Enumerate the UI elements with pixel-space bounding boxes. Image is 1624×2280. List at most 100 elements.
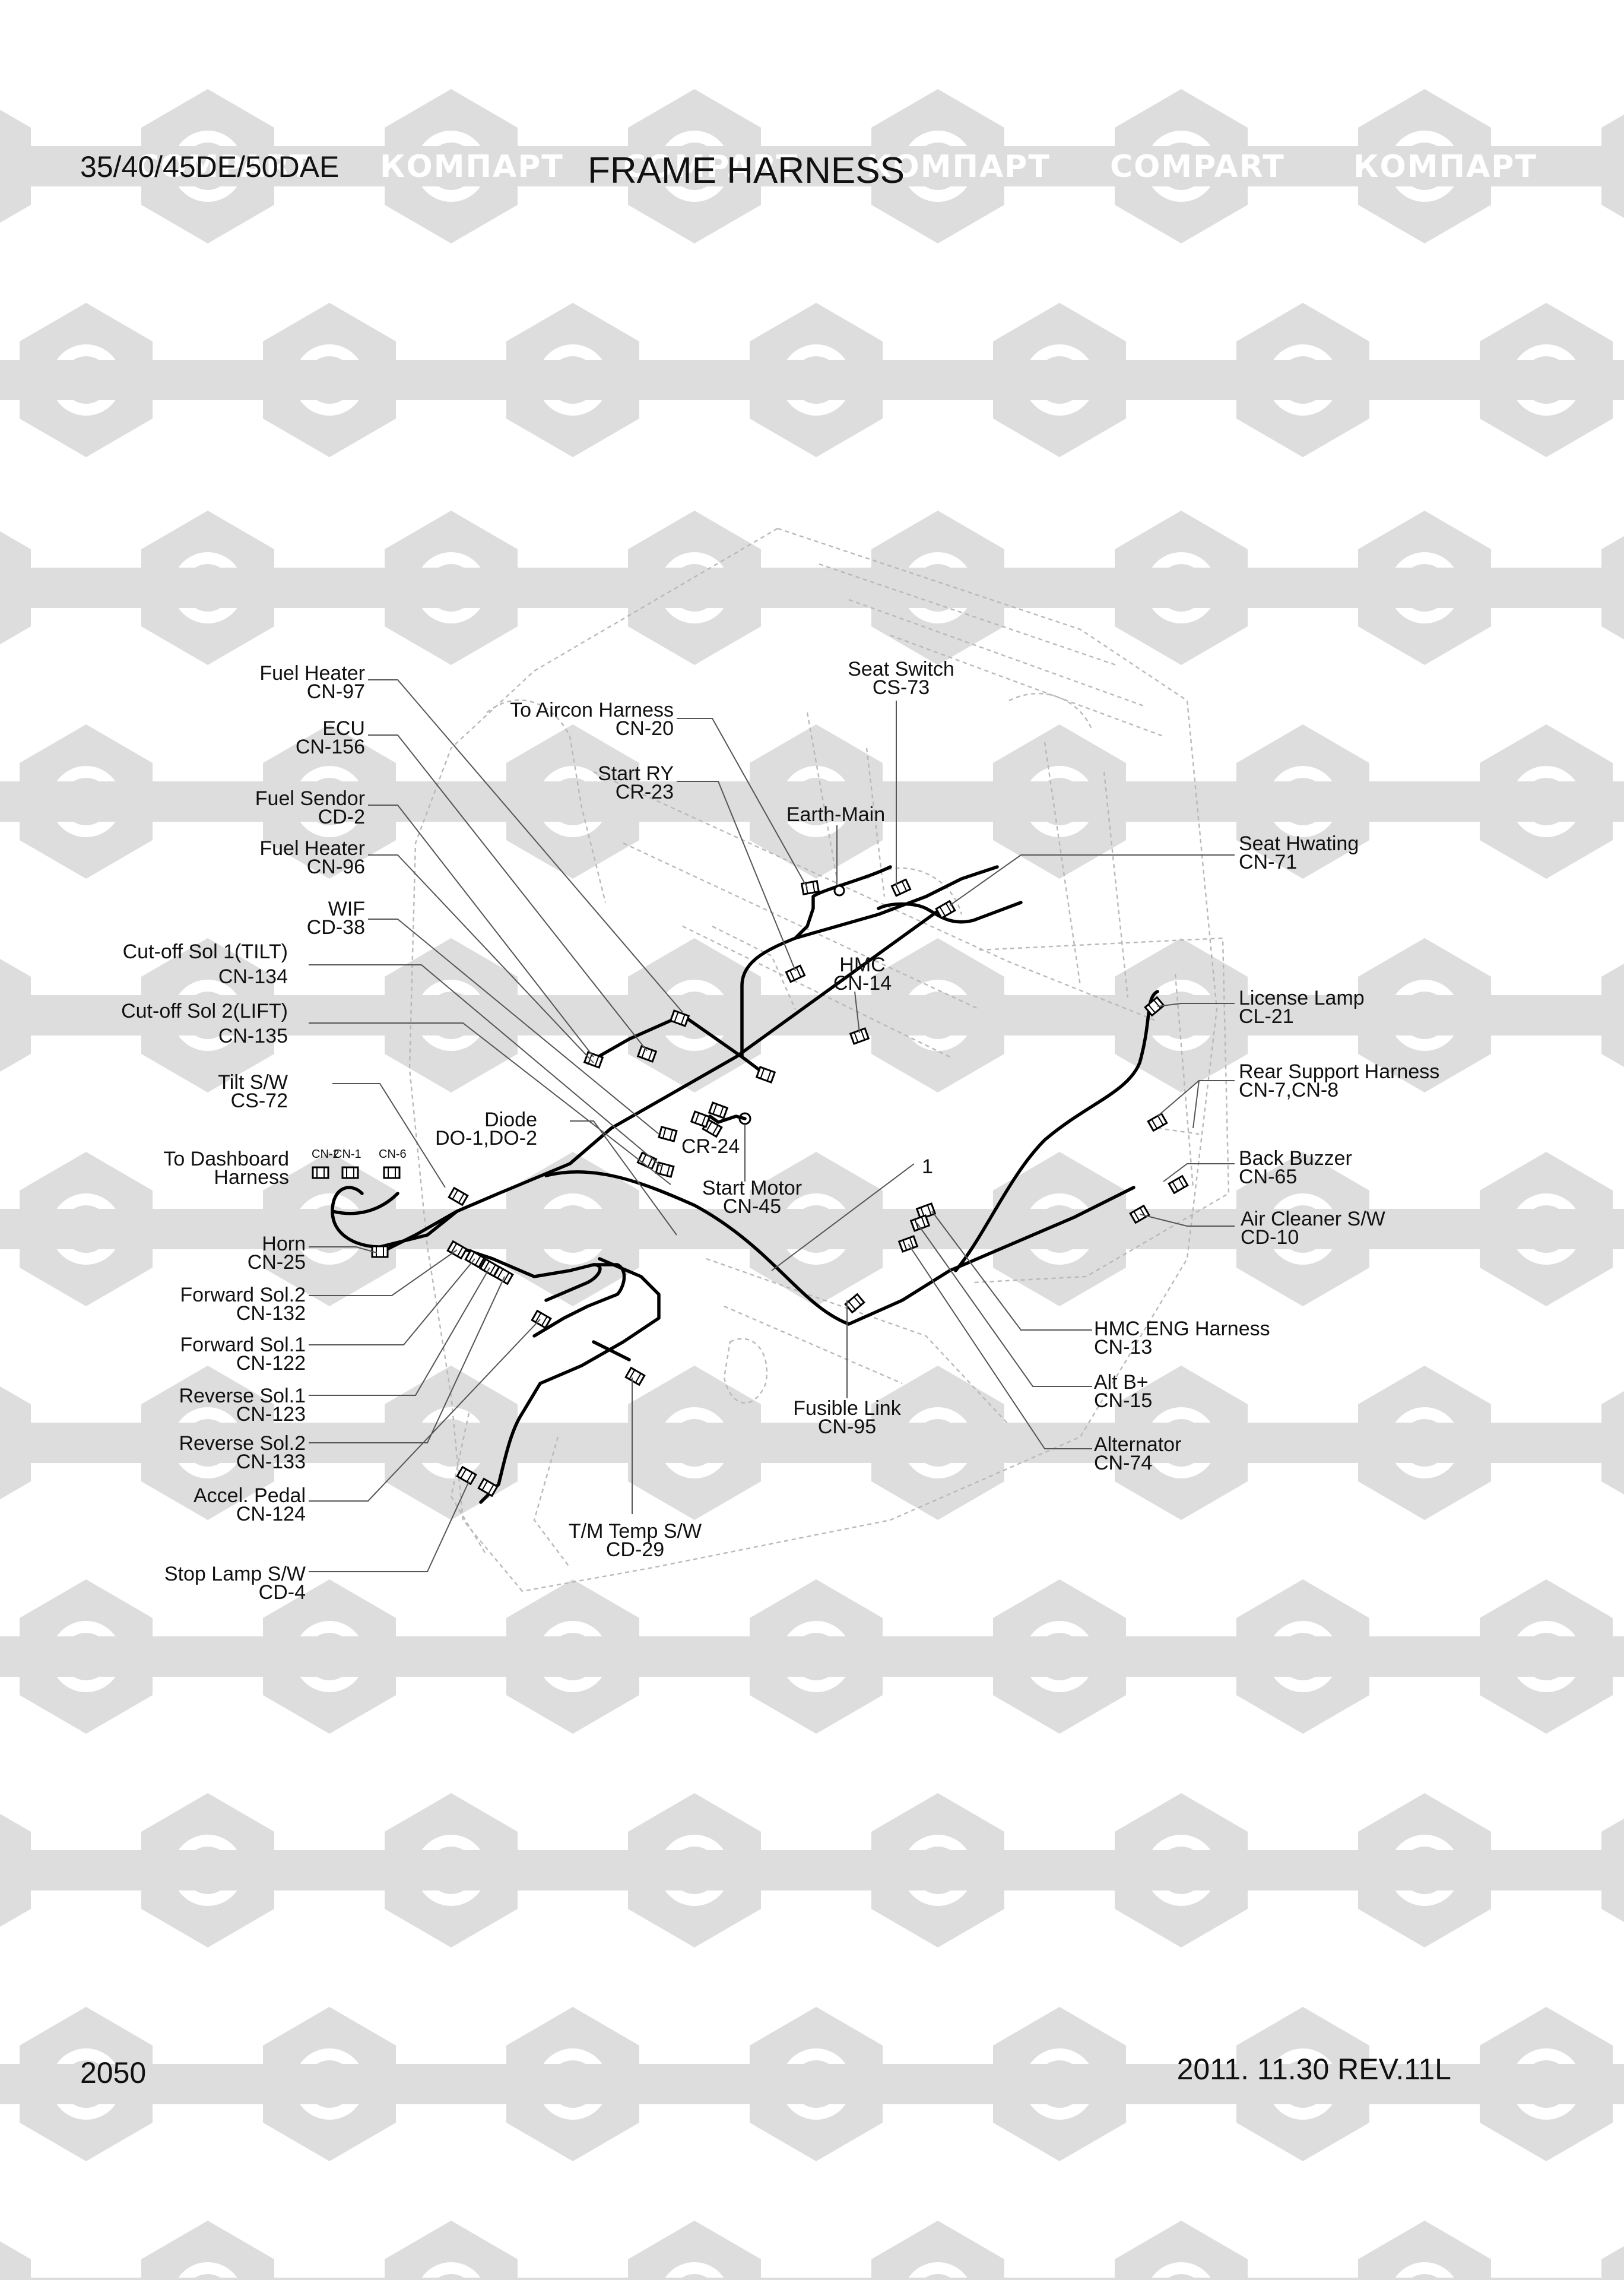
label-fuel-sendor: Fuel Sendor CD-2: [255, 787, 365, 828]
label-item-1: 1: [922, 1155, 933, 1178]
callout-text: Seat Switch: [848, 658, 954, 680]
label-diode: Diode DO-1,DO-2: [435, 1109, 537, 1150]
callout-text: CR-23: [616, 781, 674, 803]
callout-text: Reverse Sol.1: [179, 1385, 306, 1407]
model-designation: 35/40/45DE/50DAE: [80, 150, 339, 183]
callout-text: Air Cleaner S/W: [1241, 1208, 1385, 1230]
callout-text: Fuel Heater: [259, 662, 365, 685]
label-dashboard-connectors: CN-2 CN-1 CN-6: [312, 1148, 407, 1161]
label-cutoff-sol1: Cut-off Sol 1(TILT) CN-134: [123, 940, 288, 988]
callout-text: CN-156: [296, 736, 365, 758]
callout-text: CN-15: [1094, 1389, 1152, 1412]
harness-wires: [331, 865, 1159, 1504]
callout-text: Tilt S/W: [218, 1071, 288, 1094]
label-hmc: HMC CN-14: [833, 954, 892, 995]
callout-text: CR-24: [681, 1135, 740, 1158]
label-fusible-link: Fusible Link CN-95: [793, 1397, 901, 1438]
label-start-ry: Start RY CR-23: [598, 762, 674, 803]
callout-text: License Lamp: [1239, 987, 1365, 1009]
callout-text: CN-96: [307, 856, 365, 878]
label-seat-hwating: Seat Hwating CN-71: [1239, 832, 1359, 873]
callout-text: HMC ENG Harness: [1094, 1318, 1270, 1340]
callout-text: Fusible Link: [793, 1397, 901, 1420]
label-cr24: CR-24: [681, 1135, 740, 1158]
label-reverse-sol2: Reverse Sol.2 CN-133: [179, 1432, 306, 1473]
callout-text: WIF: [328, 898, 365, 920]
label-stop-lamp: Stop Lamp S/W CD-4: [164, 1563, 306, 1604]
callout-text: DO-1,DO-2: [435, 1127, 537, 1150]
callout-text: Alternator: [1094, 1433, 1181, 1456]
label-wif: WIF CD-38: [307, 898, 365, 939]
svg-text:КОМПАРТ: КОМПАРТ: [1353, 149, 1537, 185]
callout-text: CN-2: [312, 1148, 340, 1161]
label-fuel-heater-cn96: Fuel Heater CN-96: [259, 837, 365, 878]
callout-text: Start Motor: [702, 1177, 802, 1199]
callout-text: Back Buzzer: [1239, 1147, 1352, 1170]
callout-text: CN-71: [1239, 851, 1297, 873]
label-license-lamp: License Lamp CL-21: [1239, 987, 1365, 1028]
callout-text: ECU: [322, 717, 365, 740]
callout-text: CD-29: [606, 1538, 664, 1561]
callout-text: Diode: [484, 1109, 537, 1131]
label-to-aircon: To Aircon Harness CN-20: [510, 699, 674, 740]
label-ecu: ECU CN-156: [296, 717, 365, 758]
callout-text: CS-72: [231, 1090, 288, 1112]
label-forward-sol2: Forward Sol.2 CN-132: [180, 1284, 306, 1325]
callout-text: Cut-off Sol 1(TILT): [123, 940, 288, 963]
label-tm-temp: T/M Temp S/W CD-29: [569, 1520, 702, 1561]
callout-text: CN-1: [334, 1148, 361, 1161]
label-alternator: Alternator CN-74: [1094, 1433, 1181, 1474]
label-back-buzzer: Back Buzzer CN-65: [1239, 1147, 1352, 1188]
watermark-pattern: COMPART КОМПАРТ COMPART КОМПАРТ COMPART …: [0, 89, 1624, 2280]
page-title: FRAME HARNESS: [588, 150, 905, 191]
callout-text: Forward Sol.2: [180, 1284, 306, 1306]
callout-text: CN-25: [248, 1251, 306, 1274]
svg-text:COMPART: COMPART: [1110, 149, 1285, 185]
label-accel-pedal: Accel. Pedal CN-124: [194, 1484, 306, 1525]
callout-text: CD-10: [1241, 1226, 1299, 1249]
callout-text: CN-95: [818, 1416, 876, 1438]
label-earth-main: Earth-Main: [786, 803, 885, 826]
callout-text: Reverse Sol.2: [179, 1432, 306, 1455]
callout-text: CN-97: [307, 680, 365, 703]
callout-text: CN-20: [616, 717, 674, 740]
callout-text: 1: [922, 1155, 933, 1178]
callout-text: CD-38: [307, 916, 365, 939]
callout-text: CN-45: [723, 1195, 781, 1218]
label-forward-sol1: Forward Sol.1 CN-122: [180, 1334, 306, 1375]
callout-text: CN-14: [833, 972, 892, 995]
callout-text: Seat Hwating: [1239, 832, 1359, 855]
chassis-outline: [408, 527, 1230, 1592]
callout-text: CD-4: [259, 1581, 306, 1604]
callout-text: Harness: [214, 1166, 289, 1189]
callout-text: To Aircon Harness: [510, 699, 674, 721]
label-air-cleaner: Air Cleaner S/W CD-10: [1241, 1208, 1385, 1249]
callout-text: To Dashboard: [163, 1148, 289, 1170]
revision-date: 2011. 11.30 REV.11L: [1177, 2053, 1451, 2086]
watermark-text-row: COMPART КОМПАРТ COMPART КОМПАРТ COMPART …: [137, 149, 1537, 185]
label-reverse-sol1: Reverse Sol.1 CN-123: [179, 1385, 306, 1426]
label-fuel-heater-cn97: Fuel Heater CN-97: [259, 662, 365, 703]
svg-text:КОМПАРТ: КОМПАРТ: [380, 149, 564, 185]
callout-text: CN-74: [1094, 1452, 1152, 1474]
label-tilt-sw: Tilt S/W CS-72: [218, 1071, 288, 1112]
callout-text: Earth-Main: [786, 803, 885, 826]
label-start-motor: Start Motor CN-45: [702, 1177, 802, 1218]
callout-text: Start RY: [598, 762, 674, 785]
callout-text: T/M Temp S/W: [569, 1520, 702, 1543]
callout-text: Cut-off Sol 2(LIFT): [121, 1000, 288, 1022]
callout-text: CN-7,CN-8: [1239, 1079, 1338, 1101]
label-cutoff-sol2: Cut-off Sol 2(LIFT) CN-135: [121, 1000, 288, 1047]
callout-text: CN-123: [236, 1403, 306, 1426]
label-hmc-eng: HMC ENG Harness CN-13: [1094, 1318, 1270, 1358]
callout-text: CN-135: [218, 1025, 288, 1047]
callout-text: Accel. Pedal: [194, 1484, 306, 1507]
svg-text:КОМПАРТ: КОМПАРТ: [867, 149, 1051, 185]
svg-text:COMPART: COMPART: [623, 149, 798, 185]
page-number: 2050: [80, 2056, 146, 2089]
callout-text: HMC: [839, 954, 885, 976]
callout-text: Rear Support Harness: [1239, 1060, 1439, 1083]
callout-text: CN-65: [1239, 1166, 1297, 1188]
connector-symbols: [312, 878, 1189, 1497]
callout-text: Horn: [262, 1233, 306, 1255]
